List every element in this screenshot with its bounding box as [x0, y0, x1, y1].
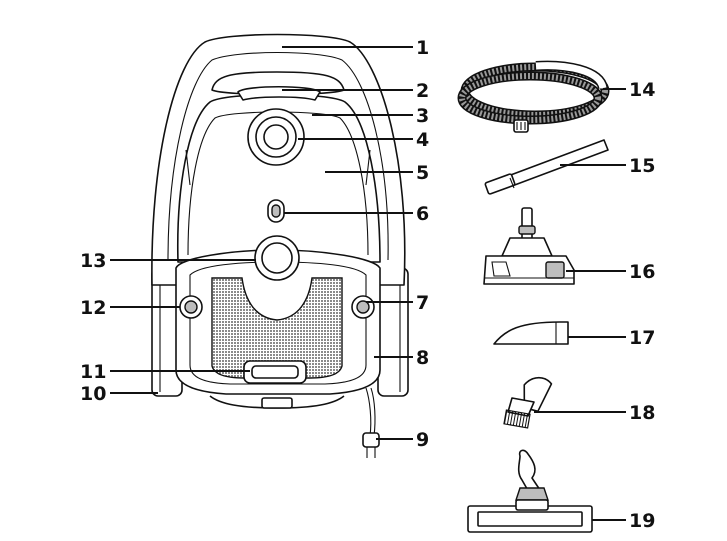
floor-nozzle-illustration [483, 207, 575, 285]
right-wheel [377, 267, 409, 397]
callout-18: 18 [629, 402, 655, 424]
callout-5: 5 [416, 162, 429, 184]
callout-17: 17 [629, 327, 655, 349]
leader-lines [110, 46, 626, 521]
hose-illustration [457, 60, 610, 133]
callout-10: 10 [80, 383, 106, 405]
hose-inlet [247, 108, 305, 166]
callout-8: 8 [416, 347, 429, 369]
suction-control-button [351, 295, 375, 319]
callout-12: 12 [80, 297, 106, 319]
callout-3: 3 [416, 105, 429, 127]
callout-14: 14 [629, 79, 655, 101]
exhaust-grille [211, 277, 343, 379]
callout-11: 11 [80, 361, 106, 383]
callout-6: 6 [416, 203, 429, 225]
callout-19: 19 [629, 510, 655, 532]
cord-rewind-button [179, 295, 203, 319]
callout-9: 9 [416, 429, 429, 451]
callout-13: 13 [80, 250, 106, 272]
plug-icon [362, 432, 380, 458]
callout-4: 4 [416, 129, 429, 151]
callout-1: 1 [416, 37, 429, 59]
power-switch [254, 235, 300, 281]
extension-tube-illustration [484, 139, 609, 195]
callout-7: 7 [416, 292, 429, 314]
callout-15: 15 [629, 155, 655, 177]
crevice-tool-illustration [493, 321, 569, 345]
dusting-brush-illustration [503, 376, 553, 429]
parquet-nozzle-illustration [467, 449, 593, 533]
callout-16: 16 [629, 261, 655, 283]
vacuum-cleaner-illustration [151, 33, 409, 458]
callout-2: 2 [416, 80, 429, 102]
